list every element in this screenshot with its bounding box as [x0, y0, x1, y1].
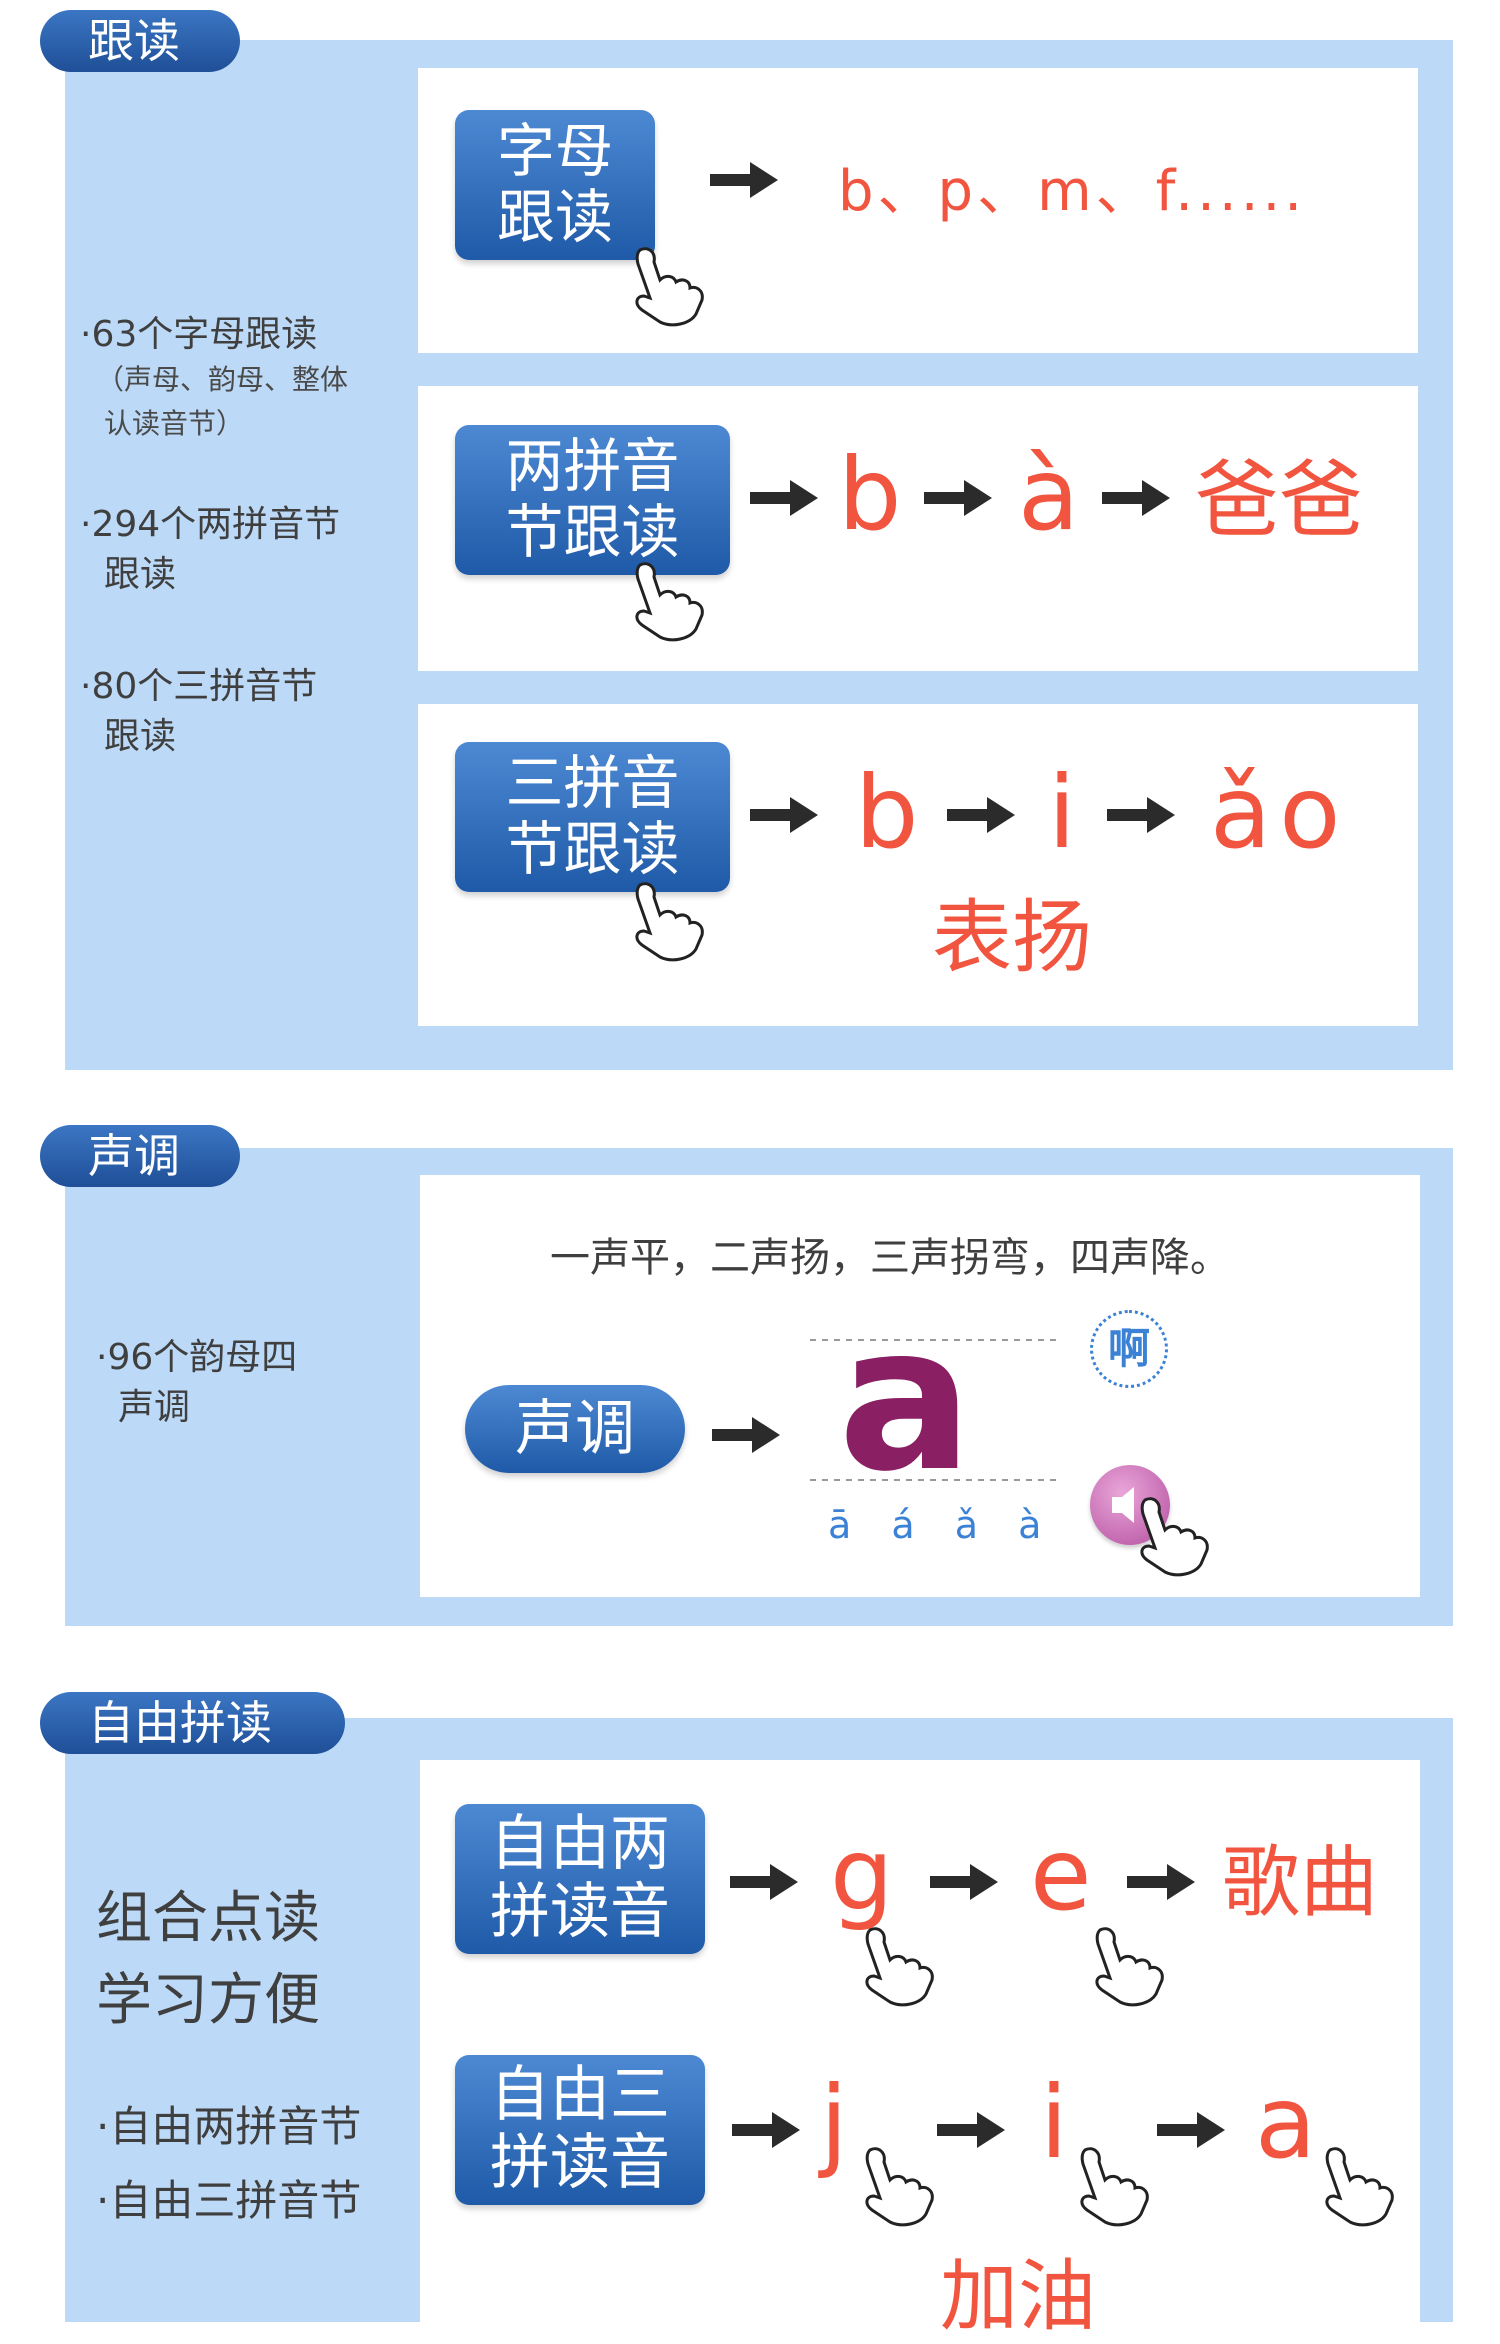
- bullet-letters-note: （声母、韵母、整体: [96, 363, 349, 396]
- hand-pointer-icon: [865, 2147, 934, 2227]
- free-three-button-line2: 拼读音: [490, 2128, 670, 2198]
- letter-read-button-line2: 跟读: [496, 183, 613, 251]
- arrow-icon: [1102, 480, 1170, 516]
- seq-letter-j: j: [820, 2064, 848, 2181]
- bullet-two-syllable: ·294个两拼音节: [80, 504, 341, 545]
- free-two-button[interactable]: 自由两 拼读音: [455, 1804, 705, 1954]
- seq-letter-i: i: [1048, 754, 1076, 871]
- seq-letter-i: i: [1040, 2064, 1068, 2181]
- arrow-icon: [947, 797, 1015, 833]
- letter-a: a: [838, 1283, 973, 1516]
- bullet-two-syllable-2: 跟读: [104, 554, 177, 595]
- tone-rhyme: 一声平，二声扬，三声拐弯，四声降。: [550, 1235, 1230, 1281]
- word-biaoyang: 表扬: [932, 891, 1092, 984]
- two-syllable-button-line2: 节跟读: [505, 498, 680, 566]
- hand-pointer-icon: [1140, 1497, 1209, 1577]
- bullet-three-syllable-2: 跟读: [104, 716, 177, 757]
- hand-pointer-icon: [865, 1927, 934, 2007]
- seq-letter-a: a: [1255, 2064, 1317, 2181]
- letter-read-button[interactable]: 字母 跟读: [455, 110, 655, 260]
- three-syllable-button-line2: 节跟读: [505, 815, 680, 883]
- tones-button[interactable]: 声调: [465, 1385, 685, 1473]
- bullet-three-syllable: ·80个三拼音节: [80, 666, 318, 707]
- hand-pointer-icon: [1325, 2147, 1394, 2227]
- tab-free-spell[interactable]: 自由拼读: [40, 1692, 345, 1754]
- bullet-tones-2: 声调: [118, 1387, 191, 1428]
- arrow-icon: [1127, 1864, 1195, 1900]
- arrow-icon: [930, 1864, 998, 1900]
- hand-pointer-icon: [635, 247, 704, 327]
- letter-read-button-line1: 字母: [496, 117, 613, 185]
- arrow-icon: [924, 480, 992, 516]
- letter-examples: b、p、m、f......: [838, 159, 1307, 224]
- tone-marks: ā á ǎ à: [828, 1503, 1056, 1547]
- tones-button-label: 声调: [515, 1394, 635, 1464]
- tab-follow-read[interactable]: 跟读: [40, 10, 240, 72]
- arrow-icon: [750, 797, 818, 833]
- free-two-button-line1: 自由两: [490, 1809, 670, 1879]
- free-two-button-line2: 拼读音: [490, 1877, 670, 1947]
- bullet-letters: ·63个字母跟读: [80, 314, 318, 355]
- seq-letters-ao: ǎo: [1210, 754, 1349, 871]
- seq-letter-b: b: [855, 754, 919, 871]
- three-syllable-button-line1: 三拼音: [505, 749, 680, 817]
- arrow-icon: [730, 1864, 798, 1900]
- seq-letter-a-tone: à: [1018, 436, 1080, 553]
- word-gequ: 歌曲: [1222, 1838, 1379, 1928]
- hand-pointer-icon: [1095, 1927, 1164, 2007]
- arrow-icon: [937, 2112, 1005, 2148]
- seq-letter-g: g: [830, 1816, 894, 1933]
- arrow-icon: [732, 2112, 800, 2148]
- hand-pointer-icon: [1080, 2147, 1149, 2227]
- free-spell-heading-2: 学习方便: [96, 1968, 320, 2033]
- bullet-tones: ·96个韵母四: [96, 1337, 298, 1378]
- two-syllable-button[interactable]: 两拼音 节跟读: [455, 425, 730, 575]
- arrow-icon: [710, 162, 778, 198]
- arrow-icon: [750, 480, 818, 516]
- arrow-icon: [712, 1417, 780, 1453]
- hand-pointer-icon: [635, 882, 704, 962]
- three-syllable-button[interactable]: 三拼音 节跟读: [455, 742, 730, 892]
- free-three-button[interactable]: 自由三 拼读音: [455, 2055, 705, 2205]
- bullet-letters-note-2: 认读音节）: [104, 407, 245, 440]
- seq-letter-b: b: [838, 436, 902, 553]
- seq-letter-e: e: [1030, 1816, 1092, 1933]
- letter-trace-guides: [810, 1339, 1060, 1481]
- free-spell-heading-1: 组合点读: [96, 1886, 320, 1951]
- tab-tones[interactable]: 声调: [40, 1125, 240, 1187]
- two-syllable-button-line1: 两拼音: [505, 432, 680, 500]
- arrow-icon: [1107, 797, 1175, 833]
- speech-bubble: 啊: [1090, 1310, 1168, 1388]
- word-jiayou: 加油: [940, 2252, 1097, 2342]
- word-baba: 爸爸: [1195, 451, 1364, 549]
- bullet-free-three: ·自由三拼音节: [96, 2176, 362, 2225]
- arrow-icon: [1157, 2112, 1225, 2148]
- free-three-button-line1: 自由三: [490, 2060, 670, 2130]
- bullet-free-two: ·自由两拼音节: [96, 2102, 362, 2151]
- hand-pointer-icon: [635, 562, 704, 642]
